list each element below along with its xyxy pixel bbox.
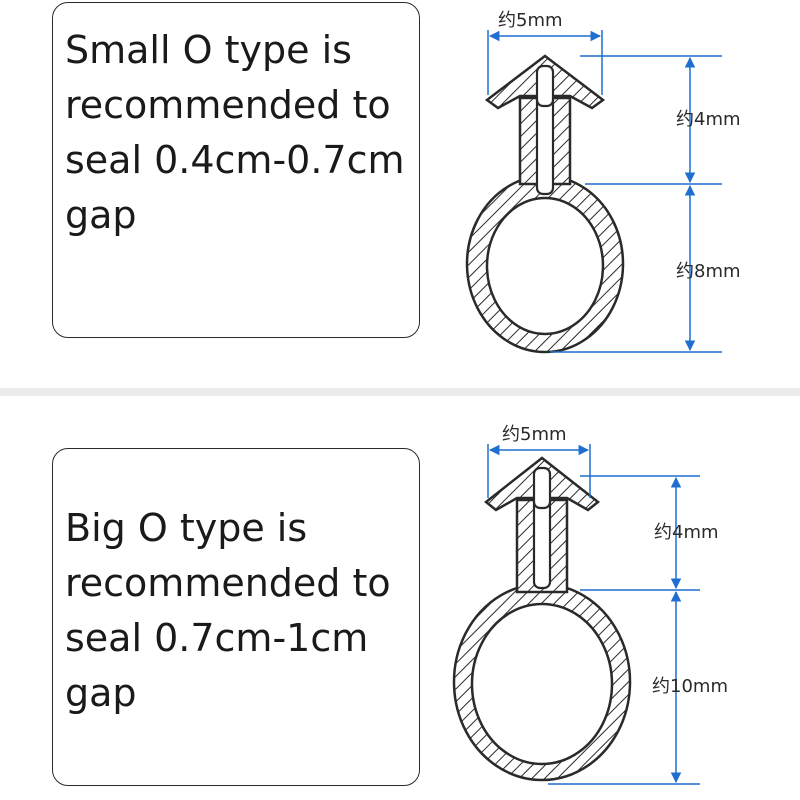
seal-profile-diagram: 约5mm 约4mm 约8mm [465, 10, 741, 354]
description-card: Big O type is recommended to seal 0.7cm-… [52, 448, 420, 786]
width-label: 约5mm [502, 424, 567, 445]
width-label: 约5mm [498, 10, 563, 31]
ring-label: 约8mm [676, 261, 741, 282]
ring-profile [465, 174, 625, 354]
panel-big-o-type: Big O type is recommended to seal 0.7cm-… [0, 396, 800, 800]
panel-separator [0, 388, 800, 396]
ring-label: 约10mm [652, 676, 728, 697]
panel-small-o-type: Small O type is recommended to seal 0.4c… [0, 0, 800, 388]
description-card: Small O type is recommended to seal 0.4c… [52, 2, 420, 338]
ring-profile [452, 582, 632, 782]
description-text: Small O type is recommended to seal 0.4c… [65, 28, 405, 237]
description-text: Big O type is recommended to seal 0.7cm-… [65, 506, 391, 715]
stem-label: 约4mm [654, 522, 719, 543]
seal-profile-diagram: 约5mm 约4mm 约10mm [452, 424, 728, 785]
stem-label: 约4mm [676, 109, 741, 130]
